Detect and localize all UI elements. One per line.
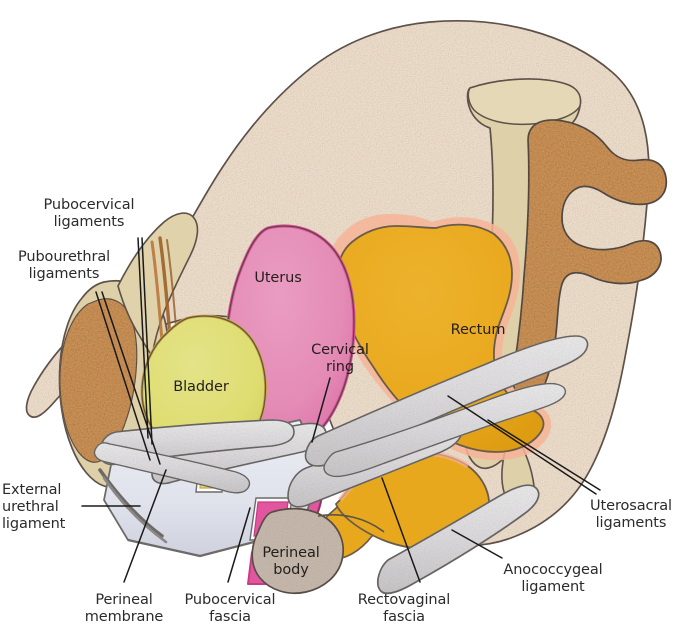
leader-lines bbox=[81, 237, 601, 583]
leader-cervical-ring bbox=[311, 377, 331, 443]
leader-pubocervical-ligaments-2 bbox=[141, 237, 153, 445]
anococcygeal-ligament-band bbox=[377, 484, 540, 595]
leader-pubourethral-ligaments bbox=[95, 291, 151, 461]
leader-uterosacral-ligaments-2 bbox=[447, 395, 597, 495]
leader-pubourethral-ligaments-2 bbox=[101, 291, 161, 465]
leader-perineal-membrane bbox=[123, 469, 167, 583]
leader-uterosacral-ligaments bbox=[487, 419, 601, 491]
leader-anococcygeal-ligament bbox=[451, 529, 503, 559]
leader-rectovaginal-fascia bbox=[381, 477, 421, 583]
leader-pubocervical-ligaments bbox=[137, 237, 149, 439]
uterosacral-ligament-band bbox=[304, 335, 589, 478]
leader-pubocervical-fascia bbox=[227, 507, 251, 583]
perineal-body-mass bbox=[251, 507, 385, 595]
